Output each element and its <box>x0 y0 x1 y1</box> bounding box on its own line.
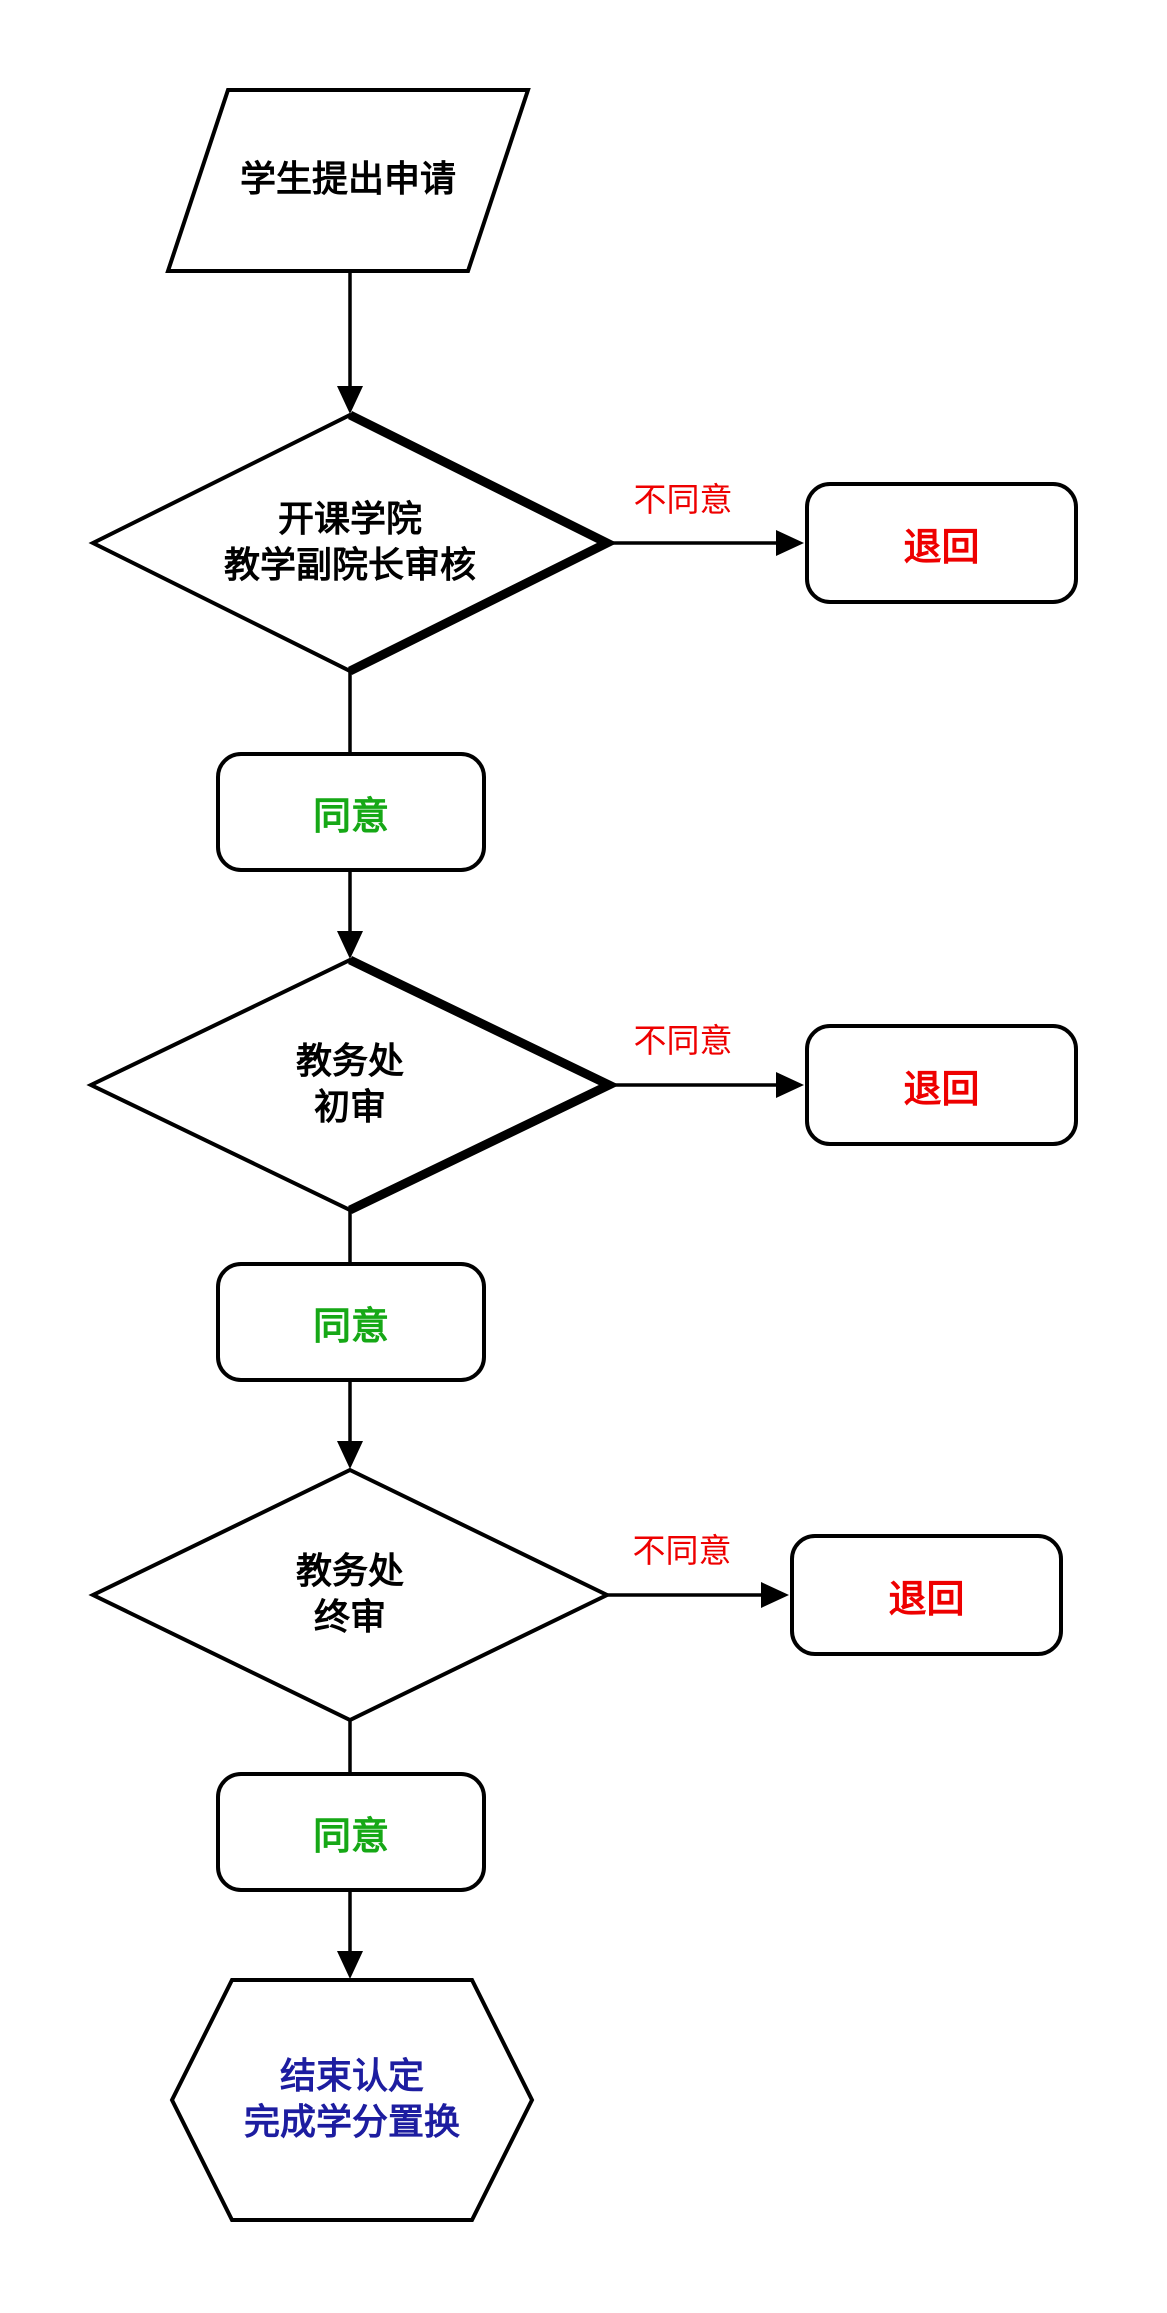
reject-text-3: 退回 <box>888 1576 965 1621</box>
decision1-diamond-thick-edge <box>347 410 618 676</box>
reject-box-1: 退回 <box>805 482 1078 604</box>
reject-box-2: 退回 <box>805 1024 1078 1146</box>
decision2-diamond-thick-edge <box>348 955 620 1215</box>
end-hexagon <box>169 1978 535 2222</box>
agree-box-2: 同意 <box>216 1262 486 1382</box>
agree-text-3: 同意 <box>312 1813 389 1858</box>
agree-text-2: 同意 <box>312 1303 389 1348</box>
reject-text-2: 退回 <box>903 1066 980 1111</box>
start-parallelogram <box>165 88 531 273</box>
agree-box-3: 同意 <box>216 1772 486 1892</box>
agree-text-1: 同意 <box>312 793 389 838</box>
decision3-diamond <box>88 1467 612 1723</box>
reject-box-3: 退回 <box>790 1534 1063 1656</box>
decision2-diamond <box>86 957 614 1213</box>
reject-text-1: 退回 <box>903 524 980 569</box>
agree-box-1: 同意 <box>216 752 486 872</box>
decision1-diamond <box>88 412 612 674</box>
